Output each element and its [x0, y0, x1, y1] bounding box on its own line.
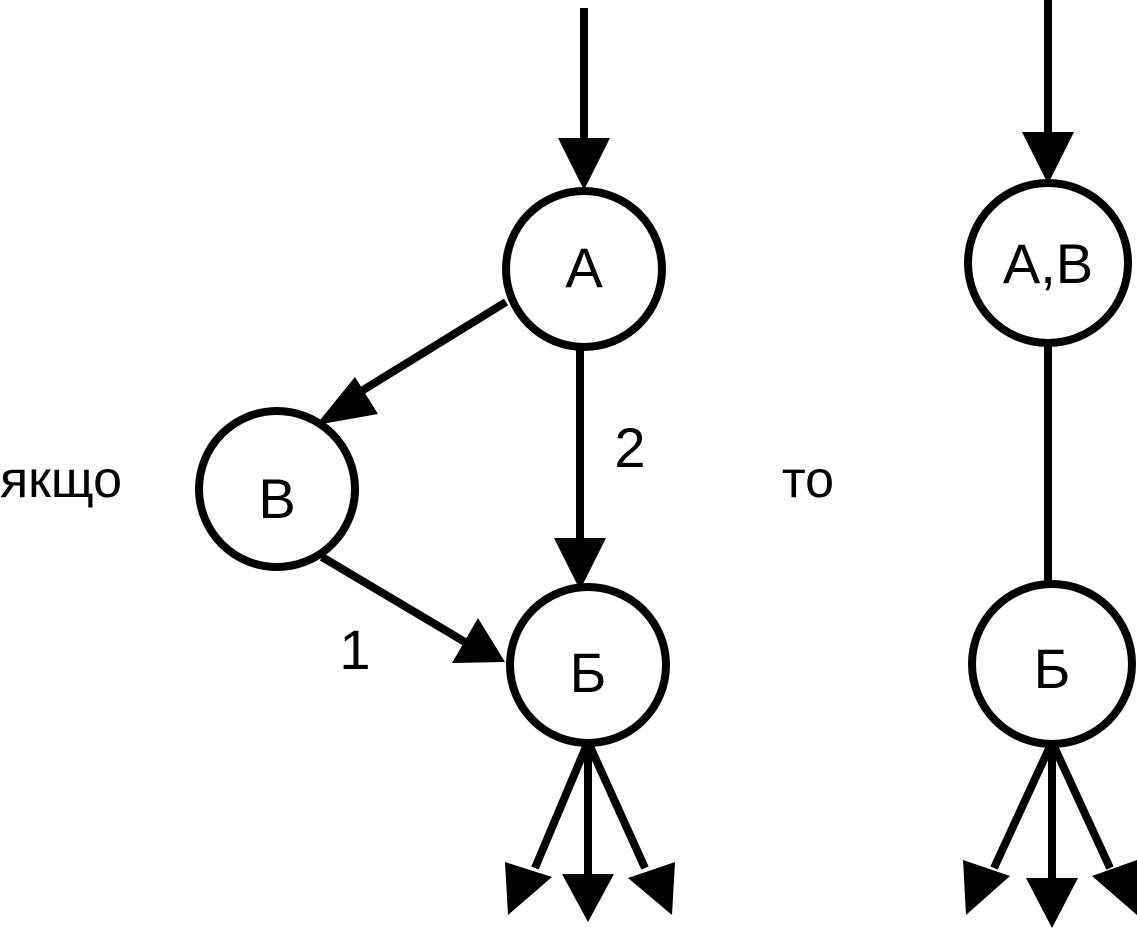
- node-b: Б: [506, 583, 670, 747]
- left-incoming-edge: [558, 8, 610, 190]
- edge-a-to-b: [554, 347, 606, 590]
- node-v-label: В: [258, 467, 295, 530]
- right-outgoing-edges: [963, 740, 1137, 928]
- edge-label-2: 2: [614, 416, 645, 479]
- node-av-label: А,В: [1003, 232, 1093, 295]
- edge-label-1: 1: [339, 618, 370, 681]
- node-av: А,В: [964, 179, 1132, 347]
- node-v: В: [195, 407, 359, 571]
- left-outgoing-edges: [505, 740, 675, 922]
- right-incoming-edge: [1022, 0, 1074, 184]
- node-b-merged-label: Б: [1034, 637, 1071, 700]
- node-b-merged: Б: [968, 580, 1136, 748]
- node-a-label: А: [565, 236, 603, 299]
- edge-a-to-v: [316, 298, 509, 425]
- node-b-label: Б: [570, 641, 607, 704]
- node-a: А: [502, 187, 666, 351]
- word-then: то: [782, 451, 834, 509]
- word-if: якщо: [0, 451, 122, 509]
- edge-v-to-b: [319, 553, 505, 663]
